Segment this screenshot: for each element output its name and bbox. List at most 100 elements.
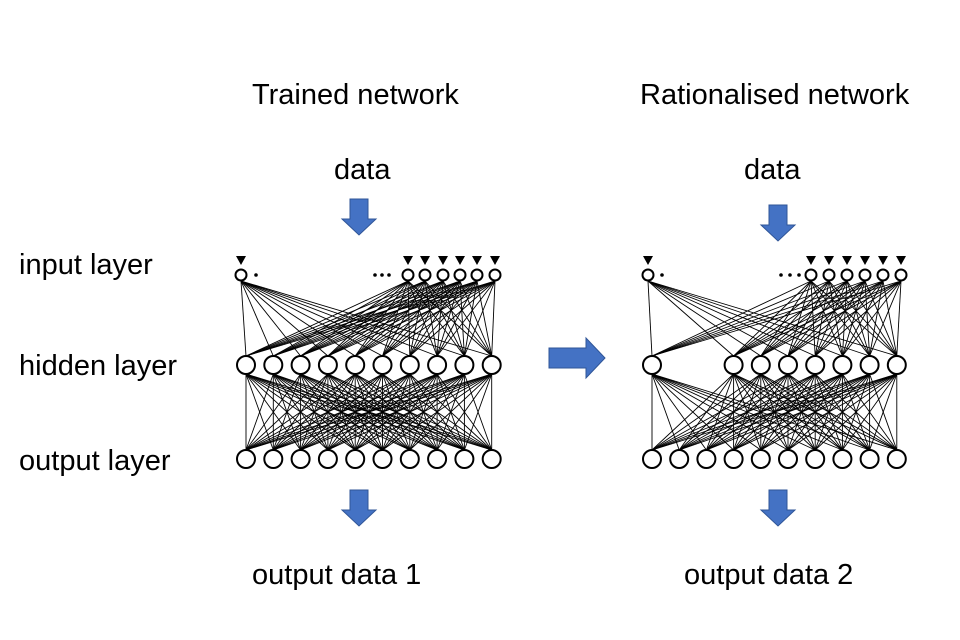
input-hidden-edge [300, 280, 478, 357]
input-hidden-edge [382, 280, 478, 357]
hidden-output-edge [354, 373, 492, 451]
down-triangle-icon [455, 256, 465, 265]
hidden-node [454, 355, 475, 375]
hidden-output-edge [436, 373, 493, 451]
ellipsis-dot [387, 273, 391, 277]
output-node [669, 449, 690, 469]
input-layer-label: input layer [19, 249, 153, 281]
down-triangle-icon [420, 256, 430, 265]
input-hidden-edge [436, 280, 496, 357]
input-node [470, 268, 484, 282]
input-hidden-edge [864, 280, 898, 357]
input-hidden-edge [841, 280, 866, 357]
down-arrow-icon [759, 489, 797, 527]
hidden-output-edge [706, 373, 897, 451]
output-node [859, 449, 880, 469]
hidden-node [750, 355, 771, 375]
input-node [858, 268, 872, 282]
input-hidden-edge [382, 280, 426, 357]
input-hidden-edge [787, 280, 866, 357]
input-hidden-edge [760, 280, 830, 357]
input-hidden-edge [245, 280, 461, 357]
hidden-output-edge [245, 373, 301, 451]
down-triangle-icon [824, 256, 834, 265]
input-hidden-edge [240, 280, 274, 357]
input-hidden-edge [245, 280, 496, 357]
input-hidden-edge [240, 280, 383, 357]
input-node [436, 268, 450, 282]
input-hidden-edge [760, 280, 902, 357]
ellipsis-dot [788, 273, 792, 277]
input-hidden-edge [760, 280, 812, 357]
hidden-output-edge [679, 373, 897, 451]
right-title: Rationalised network [640, 79, 910, 111]
input-hidden-edge [647, 280, 762, 357]
input-hidden-edge [869, 280, 902, 357]
input-hidden-edge [733, 280, 902, 357]
down-triangle-icon [860, 256, 870, 265]
input-hidden-edge [424, 280, 465, 357]
input-hidden-edge [476, 280, 493, 357]
hidden-output-edge [651, 373, 897, 451]
ellipsis-dot [660, 273, 664, 277]
input-hidden-edge [240, 280, 410, 357]
hidden-output-edge [651, 373, 680, 451]
down-arrow-icon [340, 198, 378, 236]
output-node [642, 449, 662, 469]
right-edges [647, 280, 902, 451]
down-arrow-icon [759, 204, 797, 242]
hidden-node [723, 355, 744, 375]
input-node [804, 268, 818, 282]
input-hidden-edge [240, 280, 301, 357]
input-hidden-edge [760, 280, 848, 357]
down-triangle-icon [878, 256, 888, 265]
hidden-node [290, 355, 311, 375]
input-hidden-edge [896, 280, 902, 357]
input-hidden-edge [300, 280, 461, 357]
hidden-node [886, 355, 907, 375]
input-hidden-edge [647, 280, 789, 357]
input-hidden-edge [240, 280, 356, 357]
down-triangle-icon [806, 256, 816, 265]
hidden-output-edge [245, 373, 410, 451]
output-node [696, 449, 717, 469]
output-node [481, 449, 502, 469]
right-output-label: output data 2 [684, 559, 854, 591]
input-hidden-edge [245, 280, 444, 357]
hidden-output-edge [327, 373, 492, 451]
down-triangle-icon [472, 256, 482, 265]
input-hidden-edge [864, 280, 871, 357]
input-hidden-edge [245, 280, 478, 357]
input-hidden-edge [436, 280, 478, 357]
hidden-output-edge [651, 373, 762, 451]
output-node [805, 449, 826, 469]
hidden-node [427, 355, 448, 375]
hidden-output-edge [651, 373, 870, 451]
hidden-output-edge [869, 373, 898, 451]
output-node [886, 449, 907, 469]
hidden-node [642, 355, 662, 375]
ellipsis-dot [380, 273, 384, 277]
hidden-output-edge [651, 373, 734, 451]
hidden-output-edge [245, 373, 356, 451]
down-triangle-icon [490, 256, 500, 265]
input-hidden-edge [733, 280, 830, 357]
input-hidden-edge [424, 280, 438, 357]
input-node [418, 268, 432, 282]
input-hidden-edge [273, 280, 461, 357]
input-hidden-edge [273, 280, 496, 357]
down-triangle-icon [403, 256, 413, 265]
input-hidden-edge [651, 280, 902, 357]
output-node [345, 449, 366, 469]
input-hidden-edge [787, 280, 884, 357]
input-hidden-edge [787, 280, 902, 357]
hidden-output-edge [463, 373, 493, 451]
input-node [894, 268, 908, 282]
input-hidden-edge [651, 280, 884, 357]
hidden-node [778, 355, 798, 375]
input-hidden-edge [240, 280, 329, 357]
input-hidden-edge [647, 280, 653, 357]
arrows [340, 198, 797, 527]
hidden-node [399, 355, 420, 375]
down-triangle-icon [842, 256, 852, 265]
